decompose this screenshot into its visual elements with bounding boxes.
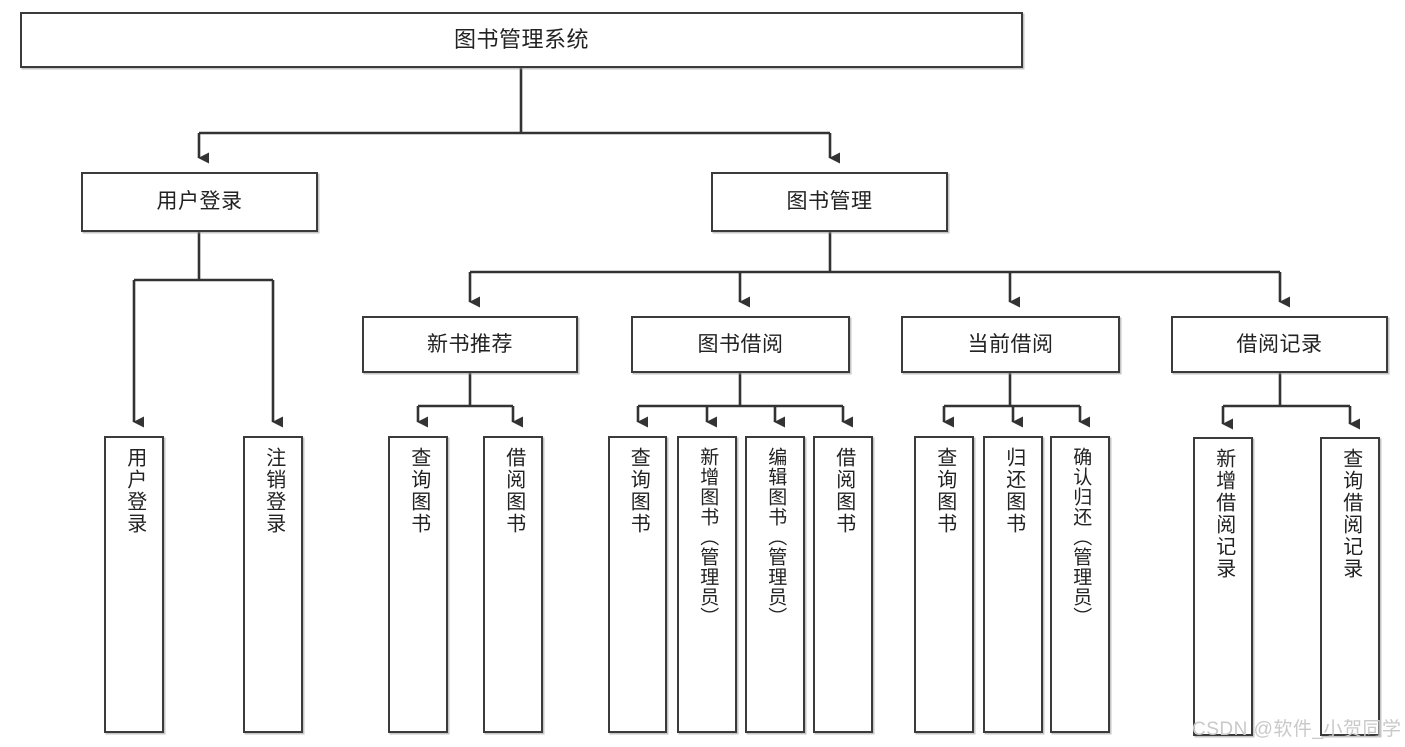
node-label: 图书管理	[786, 190, 873, 214]
leaf-book-borrow-edit[interactable]: 编辑图书（管理员）	[745, 436, 805, 733]
leaf-current-borrow-return[interactable]: 归还图书	[983, 436, 1043, 733]
node-label: 查询图书	[627, 447, 650, 535]
node-label: 归还图书	[1002, 447, 1025, 535]
leaf-user-login-signout[interactable]: 注销登录	[243, 436, 303, 733]
leaf-borrow-records-add[interactable]: 新增借阅记录	[1193, 437, 1253, 736]
leaf-user-login-signin[interactable]: 用户登录	[104, 436, 164, 733]
node-label: 查询图书	[407, 447, 430, 535]
node-label: 图书管理系统	[453, 26, 589, 52]
node-label: 新增图书（管理员）	[697, 447, 719, 627]
node-label: 借阅图书	[832, 447, 855, 535]
node-label: 编辑图书（管理员）	[765, 447, 787, 627]
node-book-borrow[interactable]: 图书借阅	[631, 316, 850, 373]
leaf-borrow-records-query[interactable]: 查询借阅记录	[1320, 437, 1380, 736]
node-label: 借阅记录	[1236, 332, 1323, 356]
node-label: 图书借阅	[697, 332, 784, 356]
node-label: 用户登录	[123, 447, 146, 535]
node-label: 注销登录	[262, 447, 285, 535]
node-borrow-records[interactable]: 借阅记录	[1171, 316, 1388, 373]
node-label: 查询图书	[933, 447, 956, 535]
node-user-login[interactable]: 用户登录	[81, 172, 318, 232]
node-book-management[interactable]: 图书管理	[711, 172, 948, 232]
leaf-book-borrow-add[interactable]: 新增图书（管理员）	[677, 436, 737, 733]
node-label: 查询借阅记录	[1339, 448, 1362, 580]
watermark-text: CSDN @软件_小贺同学	[1192, 719, 1402, 740]
leaf-new-book-borrow[interactable]: 借阅图书	[483, 436, 543, 733]
node-label: 新书推荐	[427, 332, 513, 356]
node-label: 确认归还（管理员）	[1070, 447, 1092, 627]
leaf-book-borrow-query[interactable]: 查询图书	[608, 436, 667, 733]
node-new-book-recommend[interactable]: 新书推荐	[362, 316, 578, 373]
node-label: 新增借阅记录	[1212, 448, 1235, 580]
leaf-new-book-query[interactable]: 查询图书	[388, 436, 448, 733]
leaf-book-borrow-borrow[interactable]: 借阅图书	[813, 436, 873, 733]
leaf-current-borrow-confirm[interactable]: 确认归还（管理员）	[1050, 436, 1110, 733]
node-root-system[interactable]: 图书管理系统	[20, 12, 1023, 68]
node-current-borrow[interactable]: 当前借阅	[901, 316, 1120, 373]
leaf-current-borrow-query[interactable]: 查询图书	[914, 436, 974, 733]
node-label: 用户登录	[156, 190, 243, 214]
node-label: 借阅图书	[502, 447, 525, 535]
node-label: 当前借阅	[967, 332, 1054, 356]
